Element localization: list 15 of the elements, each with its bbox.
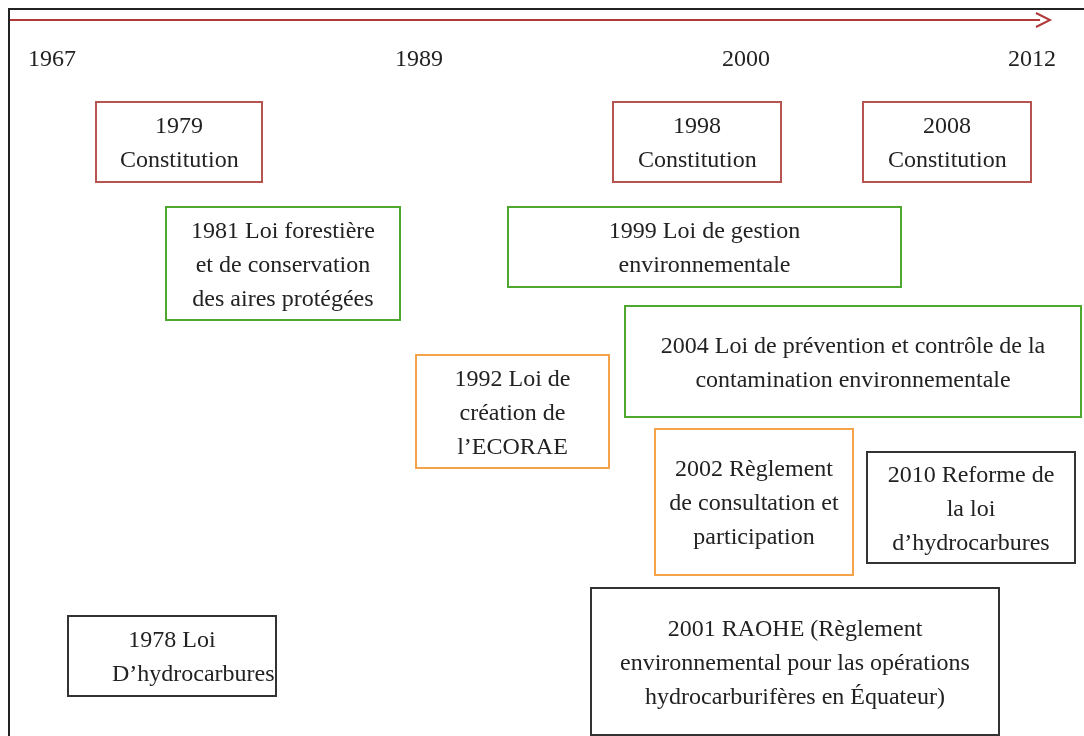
year-label: 1967 [28, 45, 76, 72]
law-box: 2004 Loi de prévention et contrôle de la contamination environnementale [624, 305, 1082, 418]
law-box: 1992 Loi de création de l’ECORAE [415, 354, 610, 469]
law-box: 2008 Constitution [862, 101, 1032, 183]
law-box: 1998 Constitution [612, 101, 782, 183]
law-box: 1981 Loi forestière et de conservation des aires protégées [165, 206, 401, 321]
law-box: 2010 Reforme de la loi d’hydrocarbures [866, 451, 1076, 564]
law-box: 2001 RAOHE (Règlement environnemental pour las opérations hydrocarburifères en Équateur) [590, 587, 1000, 736]
year-label: 2012 [1008, 45, 1056, 72]
year-label: 2000 [722, 45, 770, 72]
law-box: 1979 Constitution [95, 101, 263, 183]
law-box: 1978 Loi D’hydrocarbures [67, 615, 277, 697]
law-box: 2002 Règlement de consultation et participation [654, 428, 854, 576]
law-box: 1999 Loi de gestion environnementale [507, 206, 902, 288]
year-label: 1989 [395, 45, 443, 72]
